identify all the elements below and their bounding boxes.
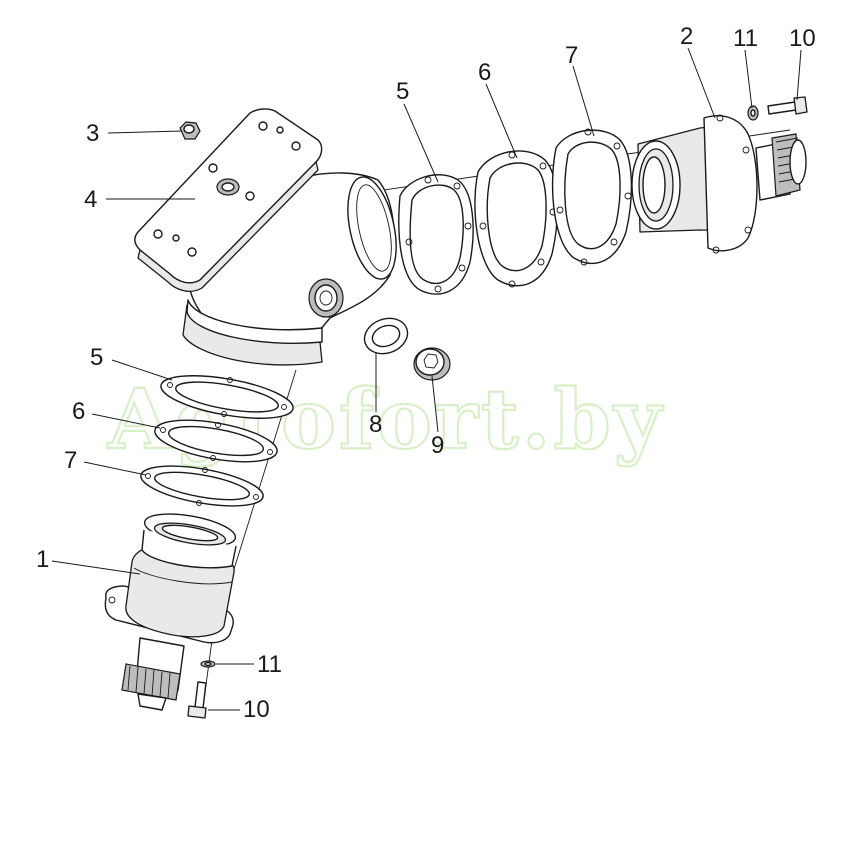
gasket-7-top bbox=[551, 128, 633, 266]
callout-7-top: 7 bbox=[565, 42, 578, 69]
callout-2: 2 bbox=[680, 23, 693, 50]
callout-7-left: 7 bbox=[64, 447, 77, 474]
gasket-6-left bbox=[154, 419, 278, 463]
callout-9: 9 bbox=[431, 432, 444, 459]
drain-plug-9 bbox=[413, 347, 451, 381]
washer-11-top bbox=[747, 105, 759, 121]
callout-10-top: 10 bbox=[789, 25, 816, 52]
callout-10-bottom: 10 bbox=[243, 696, 270, 723]
callout-5-left: 5 bbox=[90, 344, 103, 371]
mounting-plate-holes bbox=[153, 121, 301, 257]
gasket-7-left bbox=[140, 465, 264, 507]
bolt-10-bottom bbox=[187, 681, 207, 719]
bolt-10-top bbox=[767, 96, 808, 115]
callout-11-bottom: 11 bbox=[257, 651, 282, 678]
washer-11-bottom bbox=[200, 660, 216, 668]
breather-plug bbox=[179, 121, 201, 140]
callout-5-top: 5 bbox=[396, 78, 409, 105]
bearing-housing-bottom bbox=[104, 513, 237, 711]
callout-6-top: 6 bbox=[478, 59, 491, 86]
callout-8: 8 bbox=[369, 411, 382, 438]
callout-1: 1 bbox=[36, 546, 49, 573]
callout-4: 4 bbox=[84, 186, 97, 213]
gasket-6-top bbox=[474, 150, 558, 288]
gasket-5-top bbox=[398, 174, 474, 295]
gasket-5-left bbox=[160, 375, 294, 419]
gearbox-housing bbox=[134, 108, 397, 366]
callout-3: 3 bbox=[86, 120, 99, 147]
callout-6-left: 6 bbox=[72, 398, 85, 425]
sealing-ring-8 bbox=[363, 317, 409, 355]
bearing-housing-top bbox=[631, 114, 807, 254]
callout-11-top: 11 bbox=[733, 25, 758, 52]
leader-lines bbox=[51, 47, 802, 711]
